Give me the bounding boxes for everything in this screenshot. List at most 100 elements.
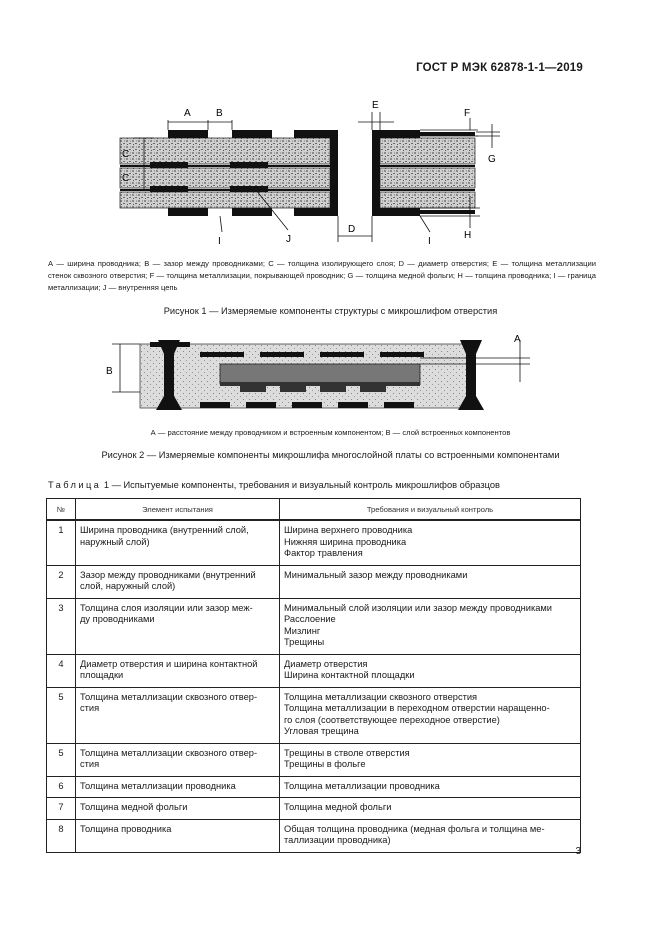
row-element: Толщина металлизации проводника	[75, 775, 280, 798]
row-number: 5	[46, 686, 76, 744]
element-line: ду проводниками	[80, 614, 155, 624]
requirement-line: Минимальный слой изоляции или зазор межд…	[284, 602, 552, 613]
requirement-line: го слоя (соответствующее переходное отве…	[284, 714, 500, 725]
table-header-row: № Элемент испытания Требования и визуаль…	[46, 498, 581, 521]
figure-2: B A	[90, 330, 570, 420]
row-requirements: Минимальный зазор между проводниками	[279, 564, 581, 599]
row-number: 3	[46, 597, 76, 655]
row-requirements: Толщина металлизации сквозного отверстия…	[279, 686, 581, 744]
element-line: наружный слой)	[80, 536, 150, 547]
fig1-label-c1: C	[122, 149, 129, 160]
element-line: Толщина металлизации сквозного отвер-	[80, 747, 258, 758]
table-row: 7 Толщина медной фольги Толщина медной фол…	[46, 797, 581, 820]
element-line: Толщина металлизации проводника	[80, 780, 236, 791]
requirement-line: Нижняя ширина проводника	[284, 536, 407, 547]
requirement-line: таллизации проводника)	[284, 835, 391, 845]
requirement-line: Толщина медной фольги	[284, 802, 392, 812]
fig1-label-d: D	[348, 224, 355, 235]
header-element: Элемент испытания	[75, 498, 280, 521]
element-line: Толщина медной фольги	[80, 802, 188, 812]
table-caption-prefix: Таблица	[48, 480, 102, 490]
table-caption: Таблица 1 — Испытуемые компоненты, требо…	[48, 480, 500, 490]
requirement-line: Ширина верхнего проводника	[284, 525, 413, 535]
requirement-line: Фактор травления	[284, 548, 363, 558]
requirement-line: Трещины	[284, 637, 325, 647]
requirement-line: Общая толщина проводника (медная фольга …	[284, 823, 545, 834]
element-line: Диаметр отверстия и ширина контактной	[80, 658, 258, 669]
fig1-label-i-left: I	[218, 236, 221, 247]
row-element: Толщина металлизации сквозного отвер-сти…	[75, 742, 280, 777]
requirement-line: Ширина контактной площадки	[284, 670, 415, 680]
table-row: 6 Толщина металлизации проводника Толщина …	[46, 775, 581, 798]
element-line: стия	[80, 703, 100, 713]
row-number: 4	[46, 653, 76, 688]
row-number: 5	[46, 742, 76, 777]
fig2-label-a: A	[514, 334, 521, 345]
figure-2-legend: А — расстояние между проводником и встро…	[150, 428, 511, 437]
element-line: стия	[80, 759, 100, 769]
element-line: Ширина проводника (внутренний слой,	[80, 525, 249, 535]
row-requirements: Минимальный слой изоляции или зазор межд…	[279, 597, 581, 655]
row-element: Ширина проводника (внутренний слой,наруж…	[75, 519, 280, 566]
requirement-line: Угловая трещина	[284, 726, 359, 736]
requirement-line: Диаметр отверстия	[284, 658, 368, 669]
element-line: Толщина металлизации сквозного отвер-	[80, 691, 258, 702]
requirements-table: № Элемент испытания Требования и визуаль…	[46, 498, 581, 853]
row-requirements: Общая толщина проводника (медная фольга …	[279, 818, 581, 853]
row-requirements: Толщина металлизации проводника	[279, 775, 581, 798]
requirement-line: Расслоение	[284, 614, 336, 624]
page-number: 3	[575, 846, 581, 857]
requirement-line: Мизлинг	[284, 625, 321, 636]
header-requirements: Требования и визуальный контроль	[279, 498, 581, 521]
fig1-label-i-right: I	[428, 236, 431, 247]
figure-1-caption: Рисунок 1 — Измеряемые компоненты структ…	[163, 306, 498, 316]
figure-1-legend: А — ширина проводника; В — зазор между п…	[48, 259, 596, 292]
fig1-label-j: J	[286, 234, 291, 245]
row-element: Толщина медной фольги	[75, 797, 280, 820]
fig1-label-h: H	[464, 230, 471, 241]
fig1-label-f: F	[464, 108, 470, 119]
row-requirements: Толщина медной фольги	[279, 797, 581, 820]
row-number: 8	[46, 818, 76, 853]
fig1-label-e: E	[372, 100, 379, 111]
table-row: 8 Толщина проводника Общая толщина проводн…	[46, 818, 581, 853]
table-caption-text: 1 — Испытуемые компоненты, требования и …	[101, 480, 500, 490]
row-number: 6	[46, 775, 76, 798]
element-line: Зазор между проводниками (внутренний	[80, 569, 256, 580]
figure-1: A B C C D E F G H I I J	[30, 92, 630, 252]
requirement-line: Толщина металлизации в переходном отверс…	[284, 703, 550, 713]
row-number: 7	[46, 797, 76, 820]
fig2-label-b: B	[106, 366, 113, 377]
document-id: ГОСТ Р МЭК 62878-1-1—2019	[416, 62, 583, 74]
element-line: Толщина слоя изоляции или зазор меж-	[80, 602, 253, 613]
row-element: Толщина проводника	[75, 818, 280, 853]
header-number: №	[46, 498, 76, 521]
row-number: 1	[46, 519, 76, 566]
fig1-label-c2: C	[122, 173, 129, 184]
requirement-line: Толщина металлизации проводника	[284, 780, 440, 791]
fig1-label-g: G	[488, 154, 496, 165]
element-line: Толщина проводника	[80, 823, 172, 834]
element-line: площадки	[80, 670, 124, 680]
requirement-line: Трещины в фольге	[284, 759, 366, 769]
figure-2-caption: Рисунок 2 — Измеряемые компоненты микрош…	[101, 450, 560, 460]
requirement-line: Трещины в стволе отверстия	[284, 747, 410, 758]
fig1-label-a: A	[184, 108, 191, 119]
row-number: 2	[46, 564, 76, 599]
requirement-line: Толщина металлизации сквозного отверстия	[284, 691, 478, 702]
element-line: слой, наружный слой)	[80, 581, 176, 591]
row-element: Толщина металлизации сквозного отвер-сти…	[75, 686, 280, 744]
row-element: Толщина слоя изоляции или зазор меж-ду п…	[75, 597, 280, 655]
requirement-line: Минимальный зазор между проводниками	[284, 569, 468, 580]
